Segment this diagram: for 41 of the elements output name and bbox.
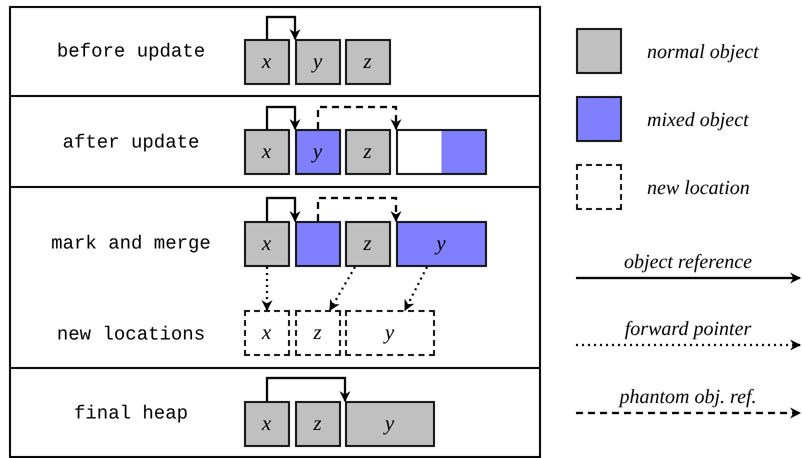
new-location-box: y (344, 310, 434, 356)
legend-label: object reference (624, 252, 752, 272)
heap-row-band (9, 95, 541, 188)
legend-label: new location (647, 178, 750, 198)
legend-label: phantom obj. ref. (619, 387, 757, 407)
dashed-arrow (316, 106, 402, 130)
heap-object-box: y (396, 220, 486, 266)
arrow (266, 196, 300, 222)
heap-row-band (9, 186, 541, 369)
heap-object-box: z (344, 128, 390, 174)
dotted-arrow (404, 266, 428, 311)
heap-object-box (294, 220, 340, 266)
heap-object-box: y (344, 400, 434, 446)
heap-object-box: x (244, 38, 290, 84)
row-label: new locations (56, 326, 206, 344)
heap-object-box: y (294, 38, 340, 84)
arrow (266, 16, 300, 40)
legend-label: normal object (647, 42, 759, 62)
heap-object-box: x (244, 128, 290, 174)
row-label: after update (62, 134, 200, 152)
heap-object-box (396, 128, 486, 174)
legend-label: forward pointer (624, 319, 752, 339)
row-label: mark and merge (51, 234, 211, 254)
heap-object-box: z (344, 220, 390, 266)
new-location-box: z (294, 310, 340, 356)
dotted-arrow (262, 267, 272, 312)
row-label: before update (56, 42, 206, 62)
heap-object-box: y (294, 128, 340, 174)
heap-object-box: x (244, 220, 290, 266)
legend-label: mixed object (647, 110, 749, 130)
heap-object-box: z (294, 400, 340, 446)
heap-row-band (9, 6, 541, 97)
dotted-arrow (329, 266, 356, 311)
heap-row-band (9, 367, 541, 458)
arrow (266, 376, 350, 402)
dashed-arrow (316, 196, 402, 222)
arrow (266, 106, 300, 130)
row-label: final heap (74, 404, 188, 424)
heap-object-box: x (244, 400, 290, 446)
new-location-box: x (244, 310, 290, 356)
heap-object-box: z (344, 38, 390, 84)
